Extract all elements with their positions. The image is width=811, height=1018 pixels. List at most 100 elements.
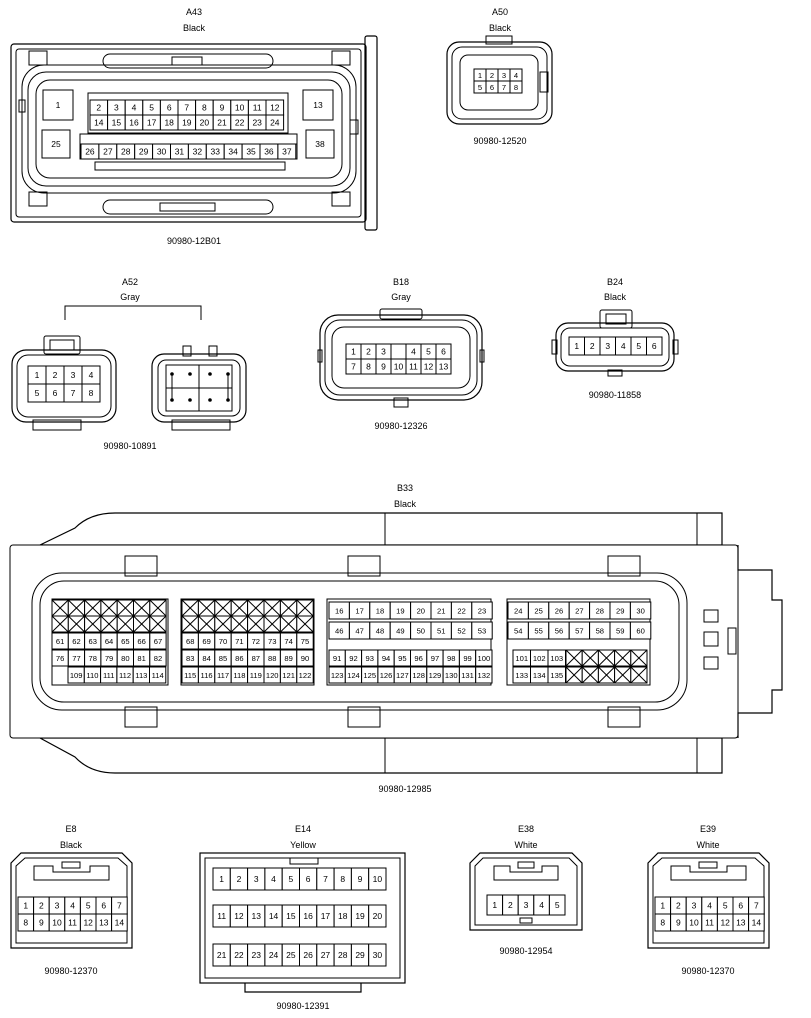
- b33-blank-mark: [630, 666, 648, 684]
- b33-blank-mark: [214, 599, 232, 617]
- a43-pin-25: 25: [51, 139, 61, 149]
- a43-pin-11: 11: [253, 103, 262, 113]
- b33-blank-mark: [51, 599, 69, 617]
- e39-pin-14: 14: [752, 918, 762, 928]
- b18-pin-cell: [390, 343, 407, 360]
- b33-blank-mark: [100, 599, 118, 617]
- a43-pin-15: 15: [112, 118, 122, 128]
- b33-pin-87: 87: [252, 654, 260, 663]
- e14-pin-14: 14: [269, 911, 279, 921]
- a43-pin-2: 2: [96, 103, 101, 113]
- e14-housing: [199, 852, 406, 993]
- a43-pin-24: 24: [270, 118, 280, 128]
- e14-pin-13: 13: [252, 911, 262, 921]
- e14-pin-1: 1: [219, 874, 224, 884]
- e39-color: White: [696, 840, 719, 850]
- b33-pin-122: 122: [299, 671, 312, 680]
- e8-pin-cell: [111, 913, 128, 932]
- a52-pin-5: 5: [35, 388, 40, 398]
- e8-pin-4: 4: [70, 901, 75, 911]
- a43-part-number: 90980-12B01: [167, 236, 221, 246]
- b33-pin-19: 19: [396, 607, 404, 616]
- a52-part-number: 90980-10891: [103, 441, 156, 451]
- b33-part-number: 90980-12985: [378, 784, 431, 794]
- e14-color: Yellow: [290, 840, 316, 850]
- b33-blank-mark: [100, 615, 118, 633]
- e38-pin-3: 3: [524, 900, 529, 910]
- e38-pin-2: 2: [508, 900, 513, 910]
- b33-pin-91: 91: [333, 654, 341, 663]
- e8-pin-10: 10: [52, 918, 62, 928]
- b18-pin-1: 1: [351, 347, 356, 357]
- b33-pin-100: 100: [478, 654, 491, 663]
- b24-pin-6: 6: [652, 341, 657, 351]
- b24-color: Black: [604, 292, 627, 302]
- b33-pin-58: 58: [596, 627, 604, 636]
- b33-blank-mark: [51, 615, 69, 633]
- b33-blank-mark: [149, 615, 167, 633]
- a50-pin-1: 1: [478, 71, 482, 80]
- b33-blank-mark: [198, 615, 216, 633]
- b33-pin-cell: [629, 621, 652, 640]
- e8-pin-7: 7: [117, 901, 122, 911]
- e39-pin-11: 11: [705, 918, 714, 928]
- b33-pin-133: 133: [515, 671, 528, 680]
- b18-color: Gray: [391, 292, 411, 302]
- a50-pin-cell: [509, 80, 523, 94]
- e38-pin-5: 5: [555, 900, 560, 910]
- b33-pin-113: 113: [135, 671, 147, 680]
- b33-pin-125: 125: [363, 671, 376, 680]
- b33-pin-110: 110: [86, 671, 98, 680]
- e14-pin-25: 25: [286, 950, 296, 960]
- e8-pin-12: 12: [83, 918, 93, 928]
- b33-pin-81: 81: [137, 654, 145, 663]
- b33-blank-mark: [247, 615, 265, 633]
- b33-blank-mark: [296, 599, 314, 617]
- e8-pin-13: 13: [99, 918, 109, 928]
- e14-pin-cell: [368, 904, 387, 928]
- a52-female-housing: [11, 335, 117, 431]
- a43-pin-30: 30: [157, 147, 167, 157]
- a43-pin-38-cell: [305, 129, 335, 159]
- b33-blank-mark: [133, 615, 151, 633]
- b33-pin-cell: [296, 666, 314, 684]
- b33-id: B33: [397, 483, 413, 493]
- a43-pin-4: 4: [132, 103, 137, 113]
- e14-pin-cell: [368, 867, 387, 891]
- e39-pin-7: 7: [754, 901, 759, 911]
- e14-pin-16: 16: [303, 911, 313, 921]
- b33-pin-57: 57: [575, 627, 583, 636]
- b24-pin-4: 4: [621, 341, 626, 351]
- e14-pin-19: 19: [355, 911, 365, 921]
- b33-blank-mark: [247, 599, 265, 617]
- a43-pin-26: 26: [85, 147, 95, 157]
- a52-male-housing: [151, 345, 247, 431]
- b33-blank-mark: [598, 649, 615, 667]
- a43-pin-18: 18: [164, 118, 174, 128]
- b33-blank-mark: [67, 615, 85, 633]
- b33-blank-mark: [614, 666, 632, 684]
- b33-pin-61: 61: [56, 637, 64, 646]
- b33-pin-cell: [149, 649, 167, 667]
- b33-pin-29: 29: [616, 607, 624, 616]
- e39-pin-4: 4: [707, 901, 712, 911]
- b33-pin-52: 52: [457, 627, 465, 636]
- b24-part-number: 90980-11858: [589, 390, 641, 400]
- b33-housing: [9, 512, 783, 774]
- b18-pin-2: 2: [366, 347, 371, 357]
- b33-pin-99: 99: [463, 654, 471, 663]
- b18-pin-5: 5: [426, 347, 431, 357]
- b33-pin-64: 64: [105, 637, 113, 646]
- b33-pin-24: 24: [514, 607, 522, 616]
- b33-pin-51: 51: [437, 627, 445, 636]
- b33-pin-124: 124: [347, 671, 360, 680]
- b33-blank-mark: [84, 615, 102, 633]
- e8-pin-6: 6: [101, 901, 106, 911]
- b33-pin-cell: [471, 621, 493, 640]
- a43-color: Black: [183, 23, 206, 33]
- b33-pin-30: 30: [636, 607, 644, 616]
